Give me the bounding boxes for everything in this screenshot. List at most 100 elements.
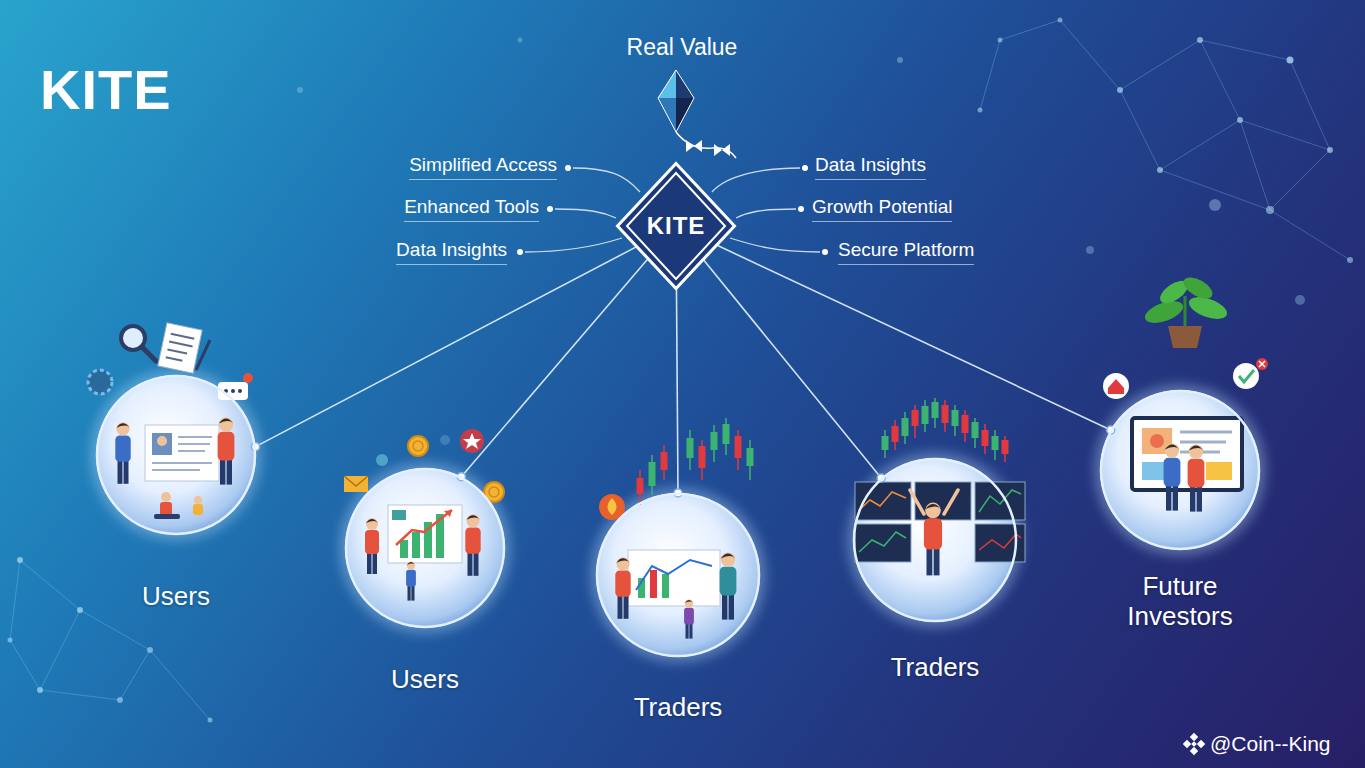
network-dots [998, 38, 1003, 43]
candlestick [932, 402, 939, 418]
audience-bubble: Future Investors [1100, 390, 1260, 632]
bubble-outline [597, 494, 759, 656]
candlestick [699, 446, 706, 468]
watermark-icon [1183, 740, 1191, 748]
users-scene [218, 417, 235, 484]
audience-label: Users [96, 582, 256, 612]
candlestick [637, 478, 644, 494]
watermark-icon [1197, 740, 1205, 748]
traders-scene [628, 550, 720, 606]
leader-dot [798, 206, 804, 212]
network-dots [208, 718, 213, 723]
bubble [590, 487, 766, 663]
traders-monitor-scene [859, 492, 906, 510]
users-chart-scene [344, 476, 368, 492]
investors-scene [1180, 432, 1232, 452]
leader-line [712, 168, 800, 192]
network-dots [1117, 87, 1123, 93]
circle-shape [96, 375, 256, 535]
circle-outline [596, 493, 760, 657]
users-scene [88, 370, 112, 394]
users-chart-scene [440, 435, 450, 445]
hub-label: KITE [647, 212, 706, 240]
network-dots [1266, 206, 1274, 214]
traders-monitor-scene [859, 532, 906, 552]
users-scene [243, 373, 253, 383]
candlestick [747, 448, 754, 466]
users-chart-scene [465, 514, 480, 576]
diamond-shape: KITE [616, 162, 736, 290]
traders-scene [650, 570, 657, 598]
candlestick [982, 430, 989, 446]
diamond-inner-outline [627, 173, 725, 279]
users-scene [160, 502, 172, 516]
circle-outline [1100, 390, 1260, 550]
leader-dot [802, 165, 808, 171]
network-dots [17, 557, 23, 563]
node-texts: KITE [647, 212, 706, 240]
watermark-icon [1190, 747, 1198, 755]
investors-scene [1108, 379, 1124, 394]
investors-scene [1188, 444, 1205, 511]
feature-label: Secure Platform [838, 239, 974, 265]
network-dots [1327, 147, 1333, 153]
network-dots [1157, 167, 1163, 173]
network-dots [8, 18, 1354, 723]
users-chart-scene [396, 510, 452, 545]
users-scene [115, 422, 130, 484]
node-texts: Traders [853, 653, 1017, 683]
connector-end-dot [457, 473, 465, 481]
network-dots [978, 108, 983, 113]
network-dots [1237, 117, 1243, 123]
bubble [339, 462, 511, 634]
bubble-outline [854, 459, 1016, 621]
connector-end-dot [1107, 426, 1115, 434]
leader-dot [517, 165, 828, 255]
node-texts: Users [345, 665, 505, 695]
network-dots [1295, 295, 1305, 305]
bubble [96, 375, 256, 535]
node-texts: Traders [596, 693, 760, 723]
network-dots [897, 57, 903, 63]
users-scene [231, 389, 235, 393]
users-scene [194, 496, 202, 504]
diagram-title: KITE [40, 62, 172, 118]
users-chart-scene [392, 510, 406, 520]
feature-label: Data Insights [396, 239, 507, 265]
feature-label: Growth Potential [812, 196, 952, 222]
investors-scene [1168, 326, 1202, 348]
circle-outline [96, 375, 256, 535]
candlestick [649, 462, 656, 486]
network-dots [37, 687, 43, 693]
users-chart-scene [412, 532, 420, 558]
users-scene [158, 323, 202, 374]
leader-line [525, 168, 820, 252]
traders-monitor-scene [855, 398, 1025, 575]
users-chart-scene [484, 482, 504, 502]
traders-monitor-scene [855, 524, 911, 562]
users-chart-scene [365, 518, 379, 574]
bubble [1100, 390, 1260, 550]
bubble [345, 468, 505, 628]
feature-label: Enhanced Tools [404, 196, 539, 222]
traders-scene [720, 552, 737, 619]
node-texts: Users [96, 582, 256, 612]
users-scene [152, 437, 212, 470]
network-dots [1058, 18, 1063, 23]
connector-line [704, 260, 881, 478]
investors-scene [1142, 462, 1164, 480]
connector-line [718, 246, 1111, 430]
diamond-outline [618, 164, 735, 289]
traders-monitor-scene [975, 524, 1025, 562]
bubble [1094, 384, 1266, 556]
network-dots [1197, 37, 1203, 43]
users-chart-scene [344, 476, 368, 486]
kite-icon [686, 140, 694, 152]
users-scene [196, 340, 210, 370]
users-scene [157, 436, 167, 446]
circle-outline [345, 468, 505, 628]
candlestick [711, 432, 718, 450]
users-scene [154, 514, 180, 519]
